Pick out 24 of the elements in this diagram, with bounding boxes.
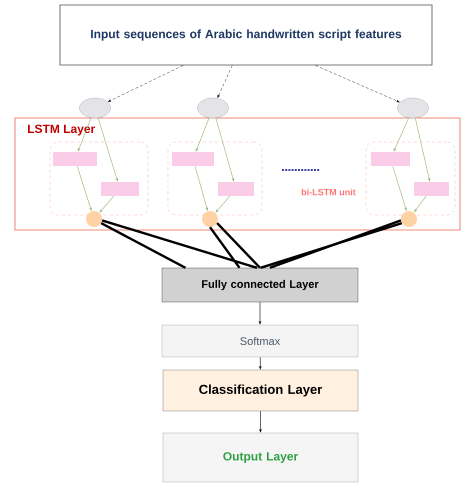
cell-box xyxy=(53,152,97,166)
cell-box xyxy=(172,152,214,166)
layer-box: Softmax xyxy=(162,324,358,358)
input-ellipse xyxy=(197,98,229,118)
merge-circle xyxy=(401,211,417,227)
unit-box xyxy=(366,142,456,216)
input-ellipse xyxy=(79,98,111,118)
cell-box xyxy=(371,152,410,166)
cell-box xyxy=(414,182,449,196)
merge-circle xyxy=(202,211,218,227)
layer-box: Output Layer xyxy=(162,432,358,482)
cell-box xyxy=(218,182,254,196)
merge-circle xyxy=(86,211,102,227)
unit-box xyxy=(168,142,262,216)
layer-box: Fully connected Layer xyxy=(162,268,358,302)
cell-box xyxy=(101,182,139,196)
input-ellipse xyxy=(397,98,429,118)
unit-box xyxy=(50,142,148,216)
layer-box: Classification Layer xyxy=(162,370,358,412)
arrow xyxy=(108,65,184,102)
arrow xyxy=(217,65,232,98)
bordered-box: Input sequences of Arabic handwritten script features xyxy=(60,4,432,66)
unit-label: bi-LSTM unit xyxy=(302,188,356,196)
arrow xyxy=(315,65,400,102)
